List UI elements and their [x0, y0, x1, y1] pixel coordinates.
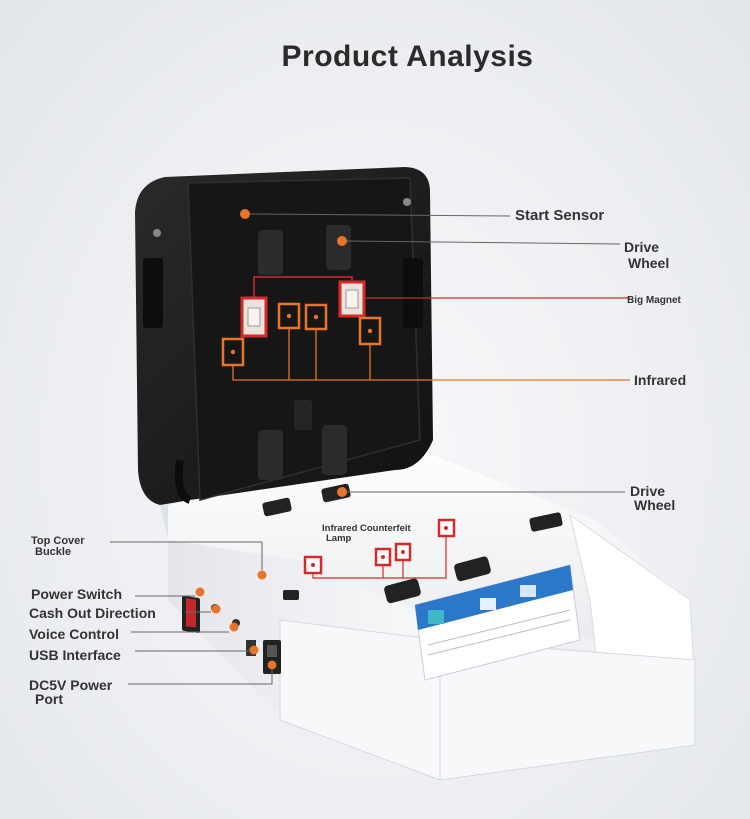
- label-infrared-counterfeit-2: Lamp: [326, 533, 352, 544]
- label-dc5v-power-2: Port: [35, 691, 63, 707]
- label-infrared: Infrared: [634, 372, 687, 388]
- label-power-switch: Power Switch: [31, 586, 123, 602]
- label-big-magnet: Big Magnet: [627, 295, 681, 306]
- label-voice-control: Voice Control: [29, 626, 119, 642]
- callout-markers: [195, 209, 630, 670]
- label-infrared-counterfeit-1: Infrared Counterfeit: [322, 523, 411, 534]
- label-usb-interface: USB Interface: [29, 647, 121, 663]
- leader-lines: [110, 213, 625, 685]
- label-dc5v-power-1: DC5V Power: [29, 677, 113, 693]
- label-drive-wheel-bottom-1: Drive: [630, 483, 666, 499]
- instruction-label: [414, 564, 581, 681]
- page-title: Product Analysis: [281, 40, 534, 73]
- base-slots: [262, 483, 563, 604]
- label-drive-wheel-top-1: Drive: [624, 239, 660, 255]
- label-top-cover-1: Top Cover: [31, 535, 85, 547]
- label-drive-wheel-bottom-2: Wheel: [634, 497, 676, 513]
- label-start-sensor: Start Sensor: [515, 207, 605, 224]
- lid: [135, 167, 433, 505]
- label-top-cover-2: Buckle: [35, 546, 72, 558]
- label-drive-wheel-top-2: Wheel: [628, 255, 670, 271]
- label-cash-out-direction: Cash Out Direction: [29, 605, 156, 621]
